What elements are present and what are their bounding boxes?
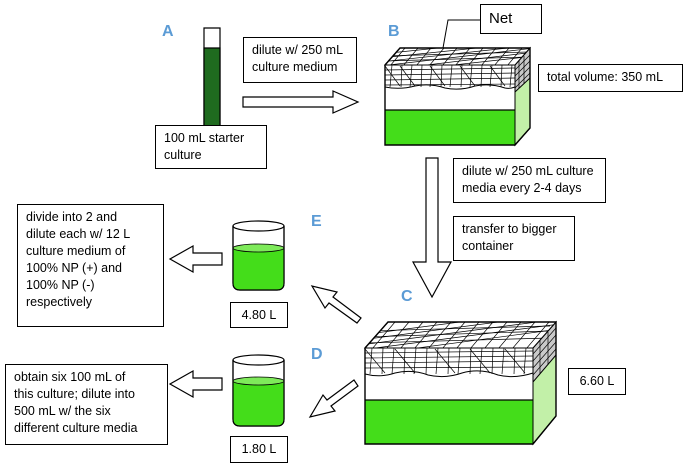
total-volume-box: total volume: 350 mL xyxy=(538,64,683,92)
label-c: C xyxy=(401,288,413,305)
label-d: D xyxy=(311,346,323,363)
net-front-c xyxy=(365,348,533,374)
starter-culture-box: 100 mL starter culture xyxy=(155,125,267,169)
arrow-c-to-d xyxy=(308,379,359,418)
net-front-b xyxy=(385,65,515,87)
label-a: A xyxy=(162,23,174,40)
obtain-box: obtain six 100 mL of this culture; dilut… xyxy=(5,364,168,445)
arrow-e-to-divide xyxy=(168,244,223,274)
beaker-e xyxy=(232,220,285,291)
arrow-a-to-b xyxy=(242,90,360,114)
volume-d-box: 1.80 L xyxy=(230,436,288,463)
beaker-d xyxy=(232,354,285,427)
container-c xyxy=(363,320,558,446)
dilute-250-box: dilute w/ 250 mL culture medium xyxy=(243,37,357,83)
arrow-c-to-e xyxy=(310,285,362,324)
label-e: E xyxy=(311,213,322,230)
container-b xyxy=(383,46,532,147)
net-label-box: Net xyxy=(480,4,542,34)
net-pointer xyxy=(442,19,480,49)
volume-c-box: 6.60 L xyxy=(568,368,626,395)
dilute-every-box: dilute w/ 250 mL culture media every 2-4… xyxy=(453,158,606,203)
label-b: B xyxy=(388,23,400,40)
arrow-d-to-obtain xyxy=(168,369,223,399)
net-top-c xyxy=(365,322,556,348)
net-top-b xyxy=(385,48,530,65)
arrow-b-to-c xyxy=(411,157,453,299)
volume-e-box: 4.80 L xyxy=(230,302,288,328)
divide-box: divide into 2 and dilute each w/ 12 L cu… xyxy=(17,204,164,327)
transfer-box: transfer to bigger container xyxy=(453,216,575,261)
